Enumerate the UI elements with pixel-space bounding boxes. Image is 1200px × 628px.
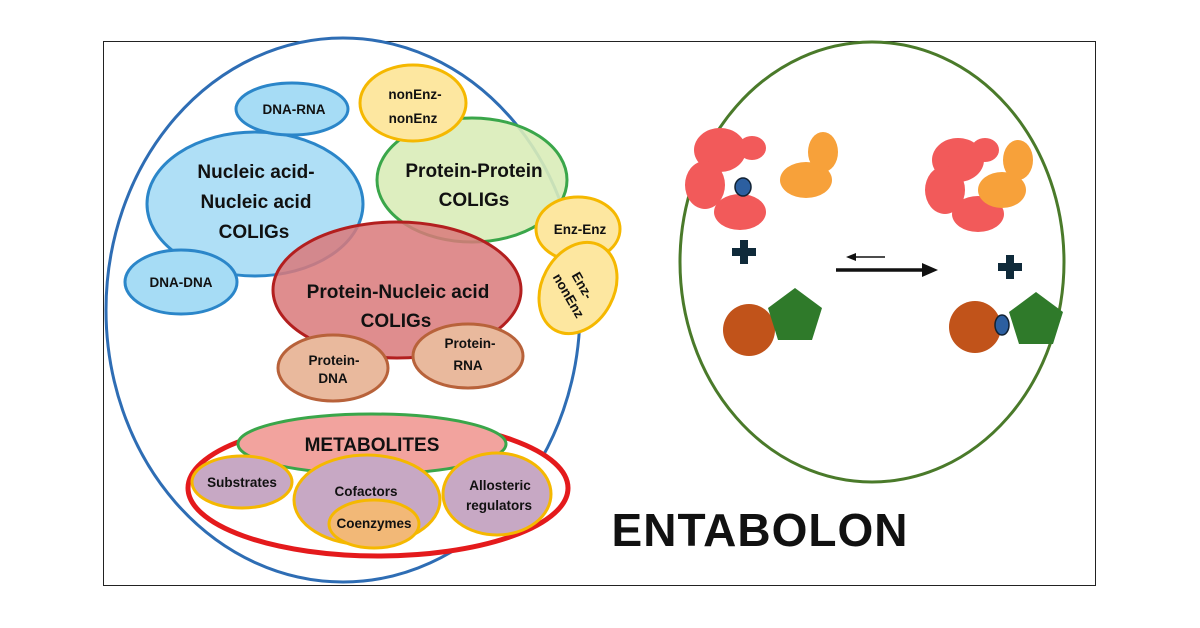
protein-b-unbound bbox=[780, 132, 838, 198]
label-nonenz-2: nonEnz bbox=[389, 111, 438, 126]
label-nonenz-1: nonEnz- bbox=[388, 87, 441, 102]
figure-frame bbox=[103, 41, 1096, 586]
label-protnuc-1: Protein-Nucleic acid bbox=[307, 282, 490, 303]
label-nucleic-2: Nucleic acid bbox=[201, 192, 312, 213]
binding-site-a bbox=[734, 177, 752, 197]
ligand-circle-unbound bbox=[723, 304, 775, 356]
protein-dna-ellipse bbox=[276, 333, 390, 403]
plus-icon bbox=[998, 255, 1022, 279]
nonenz-nonenz-ellipse bbox=[358, 63, 468, 143]
equilibrium-arrows-icon bbox=[836, 253, 938, 277]
label-dna-rna: DNA-RNA bbox=[263, 102, 326, 117]
ligand-pentagon-unbound bbox=[768, 288, 822, 340]
substrates-ellipse bbox=[190, 454, 294, 510]
label-protnuc-2: COLIGs bbox=[361, 311, 432, 332]
dna-rna-ellipse bbox=[234, 81, 350, 137]
label-protrna-1: Protein- bbox=[444, 336, 495, 351]
enz-nonenz-ellipse bbox=[537, 240, 619, 336]
binding-site-b bbox=[994, 314, 1010, 336]
label-dna-dna: DNA-DNA bbox=[150, 275, 213, 290]
label-protdna-1: Protein- bbox=[308, 353, 359, 368]
label-allosteric-2: regulators bbox=[466, 498, 532, 513]
label-metabolites: METABOLITES bbox=[305, 435, 440, 456]
nucleic-acid-ellipse bbox=[145, 130, 365, 278]
label-nucleic-3: COLIGs bbox=[219, 222, 290, 243]
ligand-circle-bound bbox=[949, 301, 1001, 353]
label-coenzymes: Coenzymes bbox=[336, 516, 411, 531]
label-nucleic-1: Nucleic acid- bbox=[197, 162, 314, 183]
label-protdna-2: DNA bbox=[318, 371, 347, 386]
label-protrna-2: RNA bbox=[453, 358, 482, 373]
label-allosteric-1: Allosteric bbox=[469, 478, 531, 493]
protein-rna-ellipse bbox=[411, 322, 525, 390]
coenzymes-ellipse bbox=[327, 498, 421, 550]
protein-b-bound bbox=[978, 140, 1033, 208]
protein-a-unbound bbox=[685, 128, 766, 230]
label-enzenz: Enz-Enz bbox=[554, 222, 607, 237]
plus-icon bbox=[732, 240, 756, 264]
ligand-pentagon-bound bbox=[1009, 292, 1063, 344]
dna-dna-ellipse bbox=[123, 248, 239, 316]
label-substrates: Substrates bbox=[207, 475, 277, 490]
label-protprot-1: Protein-Protein bbox=[405, 161, 542, 182]
entabolon-title: ENTABOLON bbox=[612, 504, 909, 556]
allosteric-ellipse bbox=[441, 451, 553, 537]
label-cofactors: Cofactors bbox=[334, 484, 397, 499]
protein-a-bound bbox=[925, 138, 1004, 232]
label-protprot-2: COLIGs bbox=[439, 190, 510, 211]
